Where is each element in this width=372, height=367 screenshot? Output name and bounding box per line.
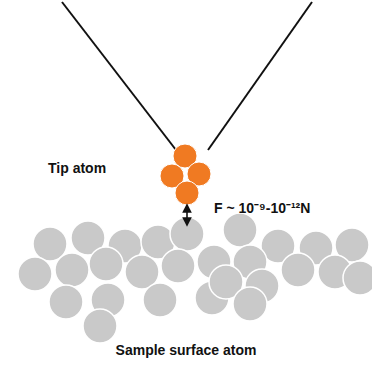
sample-label: Sample surface atom: [116, 343, 257, 358]
tip-label: Tip atom: [48, 161, 106, 176]
tip-atoms: [160, 144, 211, 205]
tip-right-edge: [208, 2, 312, 150]
force-arrow: [186, 208, 188, 222]
force-label: F ~ 10⁻⁹-10⁻¹²N: [214, 201, 310, 216]
tip-left-edge: [62, 2, 176, 150]
sample-atoms: [18, 213, 372, 343]
